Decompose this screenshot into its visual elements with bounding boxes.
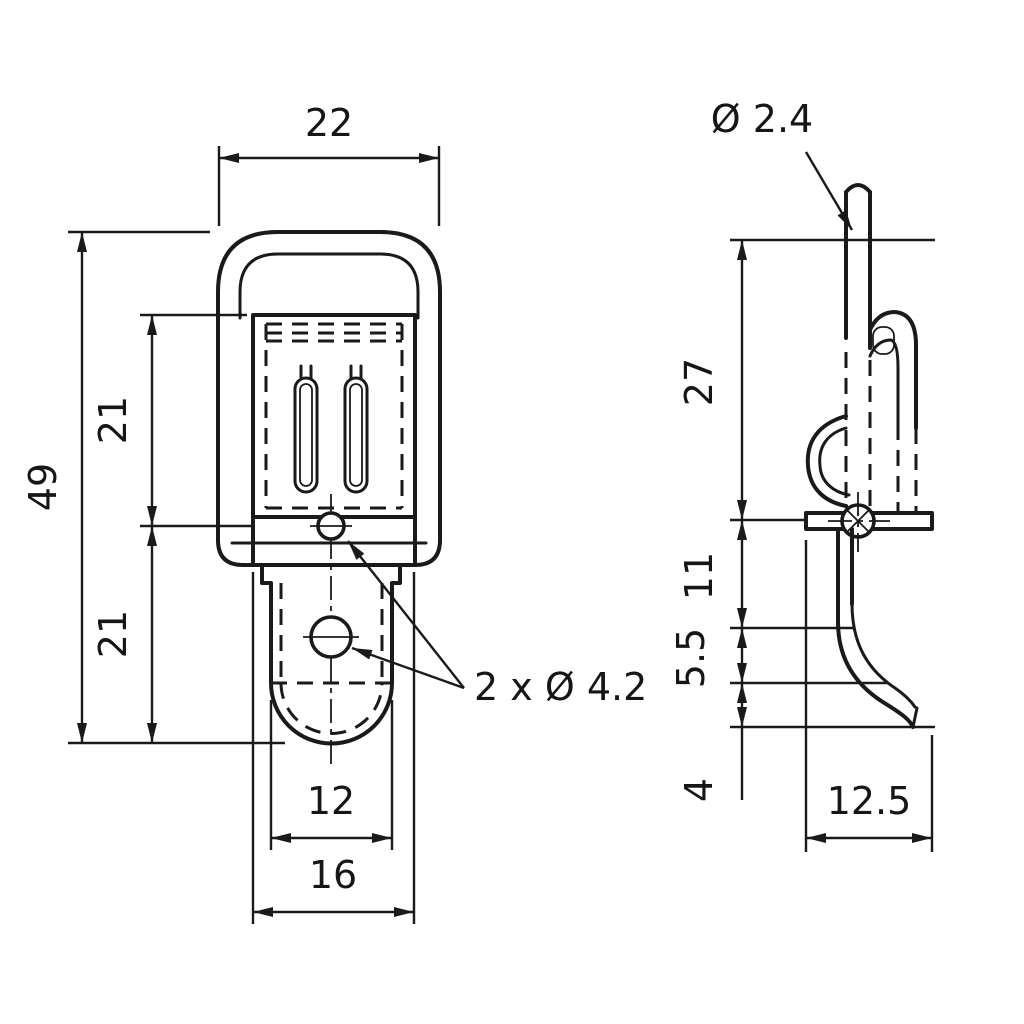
wire-outline xyxy=(844,183,872,350)
hook-inner xyxy=(868,338,900,426)
dim-label-overall-height: 49 xyxy=(21,463,65,511)
dim-label-leg-to-curve: 5.5 xyxy=(669,628,713,688)
tongue-outline xyxy=(260,563,402,746)
dim-label-curve-to-tip: 4 xyxy=(677,778,721,802)
bail-outer-outline xyxy=(216,230,442,567)
case-outline xyxy=(251,313,417,564)
spring-slots xyxy=(293,364,369,494)
slot-top-ticks xyxy=(299,364,363,380)
dim-label-flange-to-leg: 11 xyxy=(677,552,721,600)
side-view-dimensions: Ø 2.4 27 11 5.5 4 12.5 xyxy=(669,97,935,852)
leaf-inner xyxy=(850,602,917,709)
screw-centerlines xyxy=(828,492,890,552)
holes-leader-upper xyxy=(347,540,465,689)
slot-left-outer xyxy=(293,376,319,494)
slot-left-inner xyxy=(299,383,313,487)
front-extension-lines xyxy=(68,146,441,924)
dim-label-flange-depth: 12.5 xyxy=(827,779,912,823)
wire-slot xyxy=(872,326,895,355)
leaf-outer xyxy=(836,620,915,729)
leg-outline xyxy=(836,527,854,624)
slot-right-inner xyxy=(349,383,363,487)
bail-inner-outline xyxy=(238,252,420,320)
dim-label-upper-length: 21 xyxy=(91,396,135,444)
wire-hidden xyxy=(844,352,872,508)
holes-leader-lower xyxy=(351,646,465,690)
wire-diameter-leader xyxy=(804,151,854,231)
dim-label-wire-diameter: Ø 2.4 xyxy=(711,97,813,141)
dim-label-tongue-width: 12 xyxy=(307,779,355,823)
front-view xyxy=(216,230,442,768)
side-hidden-walls xyxy=(896,424,918,513)
s-bend-outer xyxy=(805,414,848,508)
hidden-edges-case xyxy=(264,322,404,510)
dim-label-loop-width: 22 xyxy=(305,101,353,145)
dim-label-base-width: 16 xyxy=(309,853,357,897)
slot-right-outer xyxy=(343,376,369,494)
leaf-tip xyxy=(911,706,919,729)
side-view xyxy=(804,183,934,729)
front-view-dimensions: 22 49 21 21 12 16 2 x Ø 4.2 xyxy=(21,101,647,924)
dim-label-holes-callout: 2 x Ø 4.2 xyxy=(474,665,647,709)
side-extension-lines xyxy=(730,238,935,852)
dim-label-lower-length: 21 xyxy=(91,610,135,658)
dim-label-top-to-flange: 27 xyxy=(677,358,721,406)
s-bend-inner xyxy=(818,426,851,497)
hook-outer xyxy=(868,310,918,430)
